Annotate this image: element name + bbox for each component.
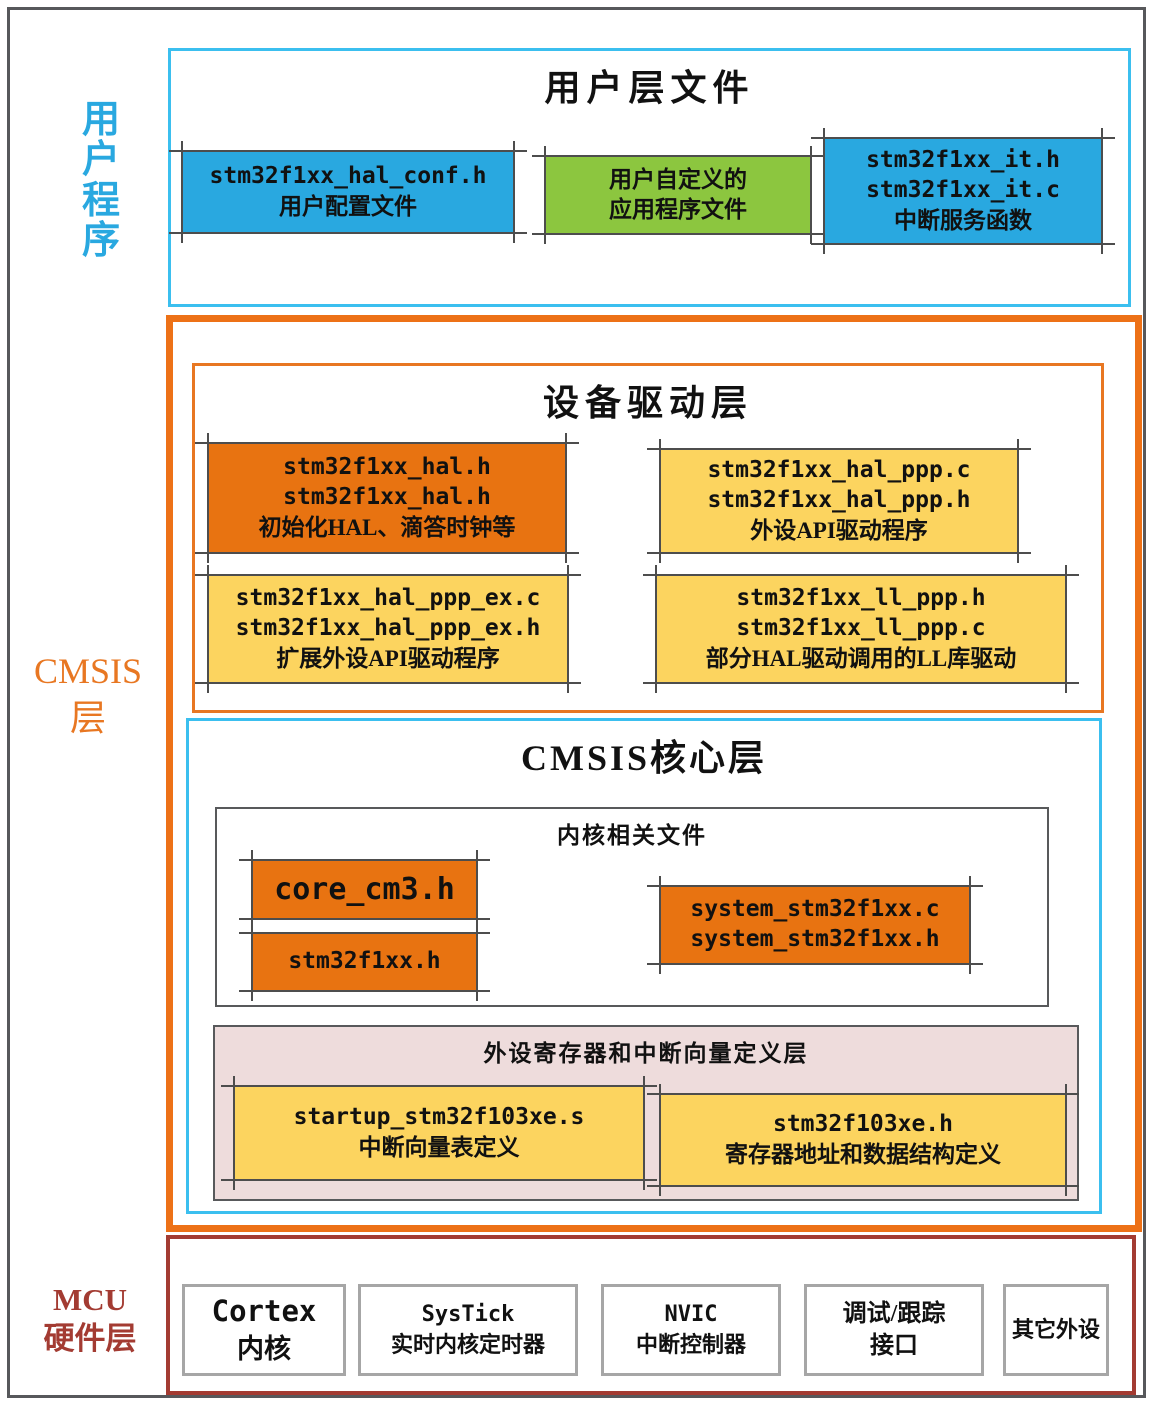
file-name: stm32f1xx_ll_ppp.h <box>736 585 986 612</box>
hw-box-nvic: NVIC 中断控制器 <box>601 1284 781 1376</box>
file-name: stm32f1xx_hal.h <box>283 484 491 511</box>
hw-name: 其它外设 <box>1011 1317 1100 1343</box>
side-label-cmsis-line1: CMSIS <box>33 651 143 691</box>
file-box-hal-ppp-ex: stm32f1xx_hal_ppp_ex.c stm32f1xx_hal_ppp… <box>195 565 581 693</box>
file-desc: 用户配置文件 <box>279 194 417 219</box>
file-name: core_cm3.h <box>274 872 455 907</box>
file-desc: 应用程序文件 <box>609 197 747 222</box>
peripheral-register-vector-title: 外设寄存器和中断向量定义层 <box>483 1041 809 1066</box>
file-name: stm32f103xe.h <box>772 1111 953 1138</box>
file-box-system-stm32f1xx: system_stm32f1xx.c system_stm32f1xx.h <box>647 876 983 974</box>
hw-box-systick: SysTick 实时内核定时器 <box>358 1284 578 1376</box>
hw-desc: 实时内核定时器 <box>390 1332 545 1357</box>
hw-box-cortex-core: Cortex 内核 <box>182 1284 346 1376</box>
hw-name: NVIC <box>664 1302 718 1328</box>
hw-name: Cortex <box>211 1294 317 1329</box>
hw-box-debug-trace: 调试/跟踪 接口 <box>804 1284 984 1376</box>
file-box-startup: startup_stm32f103xe.s 中断向量表定义 <box>221 1076 657 1190</box>
kernel-files-title: 内核相关文件 <box>557 823 707 848</box>
file-box-stm32f103xe-h: stm32f103xe.h 寄存器地址和数据结构定义 <box>647 1084 1079 1196</box>
file-desc: 部分HAL驱动调用的LL库驱动 <box>705 645 1017 671</box>
file-desc: 外设API驱动程序 <box>750 517 928 543</box>
device-driver-layer-title: 设备驱动层 <box>542 383 753 423</box>
file-name: startup_stm32f103xe.s <box>293 1104 585 1131</box>
file-desc: 中断服务函数 <box>894 207 1032 233</box>
cmsis-core-layer-section: CMSIS核心层 内核相关文件 core_cm3.h stm32f1xx.h s… <box>186 718 1102 1214</box>
file-name: stm32f1xx_hal_ppp.c <box>707 457 971 484</box>
file-name: stm32f1xx_hal_conf.h <box>209 163 487 190</box>
file-name: stm32f1xx.h <box>288 948 441 975</box>
file-desc: 用户自定义的 <box>609 167 747 193</box>
file-name: stm32f1xx_ll_ppp.c <box>736 615 986 642</box>
hw-box-other-peripherals: 其它外设 <box>1003 1284 1109 1376</box>
user-layer-section: 用户层文件 stm32f1xx_hal_conf.h 用户配置文件 用户自定义的… <box>168 48 1131 307</box>
hw-desc: 内核 <box>237 1334 291 1365</box>
file-box-it-handlers: stm32f1xx_it.h stm32f1xx_it.c 中断服务函数 <box>811 128 1115 254</box>
mcu-hardware-layer-section: Cortex 内核 SysTick 实时内核定时器 NVIC 中断控制器 调试/… <box>166 1235 1136 1395</box>
diagram-outer-frame <box>7 7 1146 1398</box>
hw-desc: 接口 <box>870 1333 918 1359</box>
side-label-user-program: 用户程序 <box>81 99 120 262</box>
file-desc: 中断向量表定义 <box>358 1135 520 1160</box>
file-box-ll-ppp: stm32f1xx_ll_ppp.h stm32f1xx_ll_ppp.c 部分… <box>643 565 1079 693</box>
hw-name: SysTick <box>421 1302 515 1328</box>
cmsis-core-layer-title: CMSIS核心层 <box>520 738 768 778</box>
file-box-stm32f1xx-h: stm32f1xx.h <box>239 923 490 1001</box>
file-box-hal-conf: stm32f1xx_hal_conf.h 用户配置文件 <box>169 141 527 243</box>
file-name: stm32f1xx_it.c <box>866 177 1060 204</box>
file-name: stm32f1xx_hal_ppp.h <box>707 487 971 514</box>
file-box-hal-ppp: stm32f1xx_hal_ppp.c stm32f1xx_hal_ppp.h … <box>647 439 1031 563</box>
file-name: stm32f1xx_hal_ppp_ex.c <box>235 585 541 612</box>
file-name: stm32f1xx_hal_ppp_ex.h <box>235 615 541 642</box>
side-label-mcu-hardware-layer: MCU 硬件层 <box>18 1281 162 1359</box>
file-box-core-cm3: core_cm3.h <box>239 850 490 929</box>
side-label-mcu-line2: 硬件层 <box>43 1320 137 1356</box>
hw-name: 调试/跟踪 <box>842 1300 946 1327</box>
file-box-hal-core: stm32f1xx_hal.h stm32f1xx_hal.h 初始化HAL、滴… <box>195 433 579 563</box>
file-name: system_stm32f1xx.h <box>690 926 940 952</box>
file-name: system_stm32f1xx.c <box>690 896 940 923</box>
kernel-files-group: 内核相关文件 core_cm3.h stm32f1xx.h system_stm… <box>215 807 1049 1007</box>
user-layer-title: 用户层文件 <box>544 68 755 108</box>
file-desc: 初始化HAL、滴答时钟等 <box>258 514 516 540</box>
file-desc: 寄存器地址和数据结构定义 <box>725 1142 1001 1167</box>
side-label-cmsis-line2: 层 <box>69 697 106 738</box>
file-box-user-app: 用户自定义的 应用程序文件 <box>532 146 824 244</box>
device-driver-layer-section: 设备驱动层 stm32f1xx_hal.h stm32f1xx_hal.h 初始… <box>192 363 1104 713</box>
file-desc: 扩展外设API驱动程序 <box>276 645 500 671</box>
hw-desc: 中断控制器 <box>635 1332 746 1357</box>
side-label-mcu-line1: MCU <box>52 1282 128 1317</box>
file-name: stm32f1xx_it.h <box>866 147 1060 174</box>
side-label-cmsis-layer: CMSIS 层 <box>26 648 150 742</box>
peripheral-register-vector-group: 外设寄存器和中断向量定义层 startup_stm32f103xe.s 中断向量… <box>213 1025 1079 1201</box>
file-name: stm32f1xx_hal.h <box>283 454 491 481</box>
